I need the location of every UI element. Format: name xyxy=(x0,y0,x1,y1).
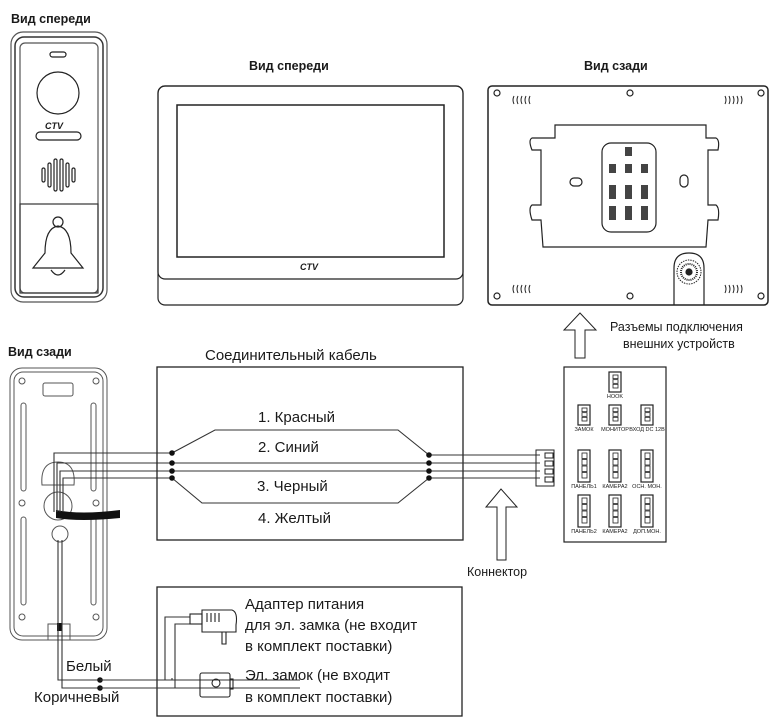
wire-label-2: 2. Синий xyxy=(258,439,319,456)
port-pin xyxy=(644,459,651,466)
port-pin xyxy=(644,517,651,524)
cable-box xyxy=(156,366,464,541)
port-pin xyxy=(612,504,619,511)
port-pin xyxy=(581,465,588,472)
port-label: ЗАМОК xyxy=(574,427,594,433)
port-socket-icon xyxy=(640,494,654,528)
port-pin xyxy=(581,452,588,459)
lock-label-line1: Эл. замок (не входит xyxy=(245,667,391,684)
port-pin xyxy=(581,510,588,517)
port-socket-icon xyxy=(640,449,654,483)
wire-label-3: 3. Черный xyxy=(257,478,328,495)
cable-title: Соединительный кабель xyxy=(205,347,377,364)
port-socket-icon xyxy=(640,404,654,426)
port-pin xyxy=(612,472,619,479)
bell-icon xyxy=(31,216,85,276)
port-pin xyxy=(612,374,619,380)
connector-panel xyxy=(563,366,667,543)
port-pin xyxy=(644,412,651,417)
up-arrow-icon xyxy=(562,312,598,359)
port-pin xyxy=(612,379,619,384)
power-adapter-icon xyxy=(189,609,238,645)
port-pin xyxy=(612,412,619,417)
speaker-grille-icon xyxy=(41,158,76,192)
port-socket-icon xyxy=(577,494,591,528)
monitor-front-title: Вид спереди xyxy=(249,59,329,73)
port-label: ДОП.МОН. xyxy=(633,529,661,535)
panel-wires xyxy=(53,452,300,689)
wire-white-label: Белый xyxy=(66,658,112,675)
port-pin xyxy=(644,465,651,472)
port-label: ВХОД DC 12В xyxy=(629,427,665,433)
lock-wires xyxy=(100,616,200,689)
port-socket-icon xyxy=(608,494,622,528)
adapter-label-line2: для эл. замка (не входит xyxy=(245,617,418,634)
port-pin xyxy=(644,497,651,504)
port-socket-icon xyxy=(608,371,622,393)
wire-brown-label: Коричневый xyxy=(34,689,120,706)
adapter-label-line1: Адаптер питания xyxy=(245,596,365,613)
port-label: КАМЕРА2 xyxy=(602,484,628,490)
port-label: МОНИТОР xyxy=(601,427,629,433)
panel-front-title: Вид спереди xyxy=(11,12,91,26)
port-label: КАМЕРА2 xyxy=(602,529,628,535)
cable-bundle xyxy=(56,510,120,520)
port-pin xyxy=(581,504,588,511)
port-pin xyxy=(644,452,651,459)
port-pin xyxy=(581,497,588,504)
port-pin xyxy=(612,517,619,524)
port-pin xyxy=(644,510,651,517)
port-pin xyxy=(612,383,619,389)
panel-front-logo: CTV xyxy=(45,121,63,131)
connector-arrow-icon xyxy=(484,488,519,561)
connector-plug-icon xyxy=(535,449,555,487)
wire-label-4: 4. Желтый xyxy=(258,510,331,527)
port-pin xyxy=(581,517,588,524)
cable-wires xyxy=(171,429,540,504)
port-pin xyxy=(612,497,619,504)
speaker-icon xyxy=(676,259,702,285)
monitor-front-logo: CTV xyxy=(300,262,318,272)
electric-lock-icon xyxy=(199,672,234,698)
port-label: HOOK xyxy=(606,394,624,400)
mini-connectors-icon xyxy=(609,147,648,220)
monitor-back-title: Вид сзади xyxy=(584,59,648,73)
adapter-label-line3: в комплект поставки) xyxy=(245,638,393,655)
port-pin xyxy=(581,407,588,413)
connector-label: Коннектор xyxy=(467,565,528,579)
port-socket-icon xyxy=(608,404,622,426)
call-panel-front xyxy=(10,31,108,303)
connectors-callout-line2: внешних устройств xyxy=(623,337,735,351)
port-pin xyxy=(581,416,588,422)
port-pin xyxy=(612,510,619,517)
lock-box xyxy=(156,586,463,717)
port-pin xyxy=(581,459,588,466)
port-label: ПАНЕЛЬ2 xyxy=(571,529,597,535)
port-pin xyxy=(644,407,651,413)
wire-label-1: 1. Красный xyxy=(258,409,336,426)
connectors-callout-line1: Разъемы подключения xyxy=(610,320,743,334)
port-pin xyxy=(612,459,619,466)
port-pin xyxy=(612,452,619,459)
port-pin xyxy=(612,465,619,472)
lock-label-line2: в комплект поставки) xyxy=(245,689,393,706)
port-label: ПАНЕЛЬ1 xyxy=(571,484,597,490)
port-pin xyxy=(612,416,619,422)
monitor-front xyxy=(157,85,464,306)
port-pin xyxy=(644,416,651,422)
port-socket-icon xyxy=(577,404,591,426)
port-pin xyxy=(644,504,651,511)
monitor-back xyxy=(487,85,769,306)
panel-back-title: Вид сзади xyxy=(8,345,72,359)
port-socket-icon xyxy=(608,449,622,483)
port-socket-icon xyxy=(577,449,591,483)
camera-lens-icon xyxy=(36,71,80,115)
port-pin xyxy=(612,407,619,413)
port-pin xyxy=(644,472,651,479)
port-label: ОСН. МОН. xyxy=(632,484,662,490)
vent-slots-icon xyxy=(512,95,743,294)
port-pin xyxy=(581,412,588,417)
port-pin xyxy=(581,472,588,479)
